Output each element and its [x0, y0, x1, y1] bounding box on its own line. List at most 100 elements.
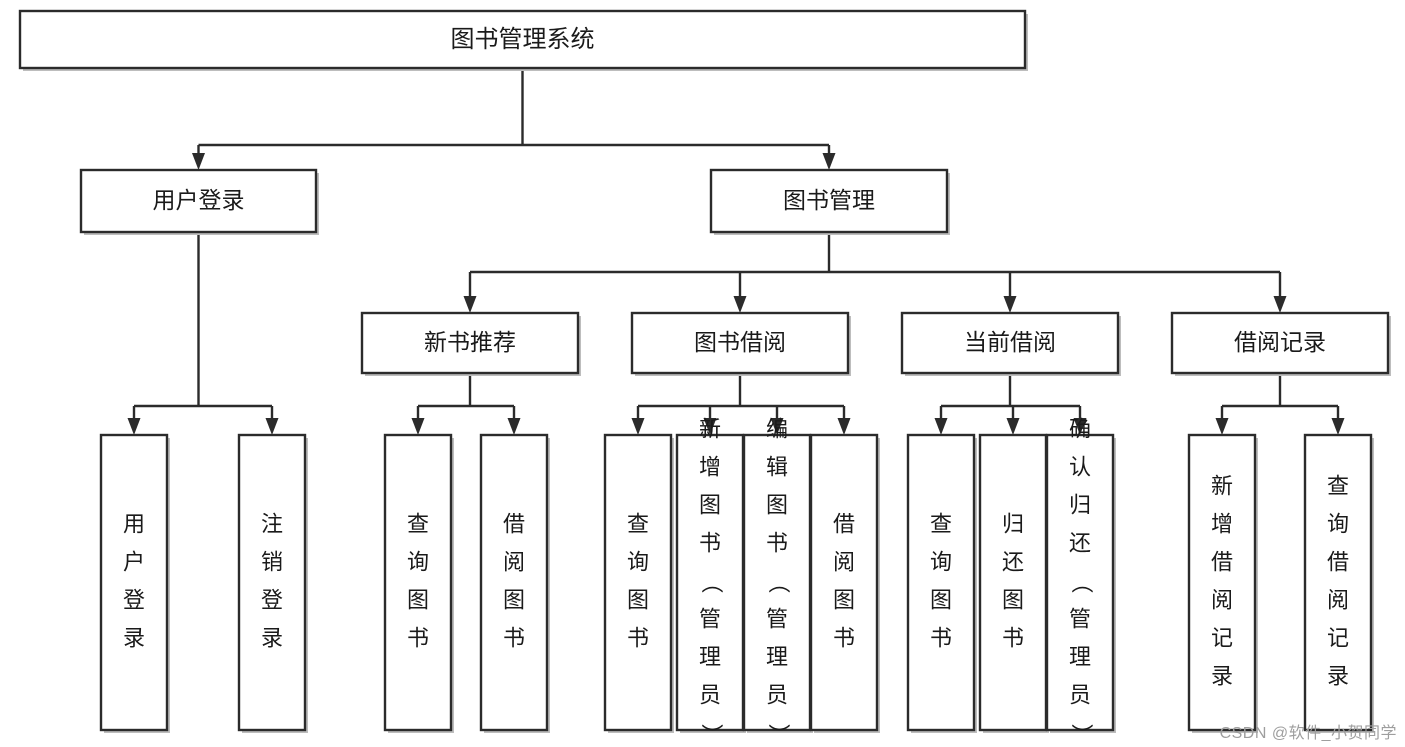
svg-text:新: 新 [1211, 473, 1233, 498]
book-manage-to-level3-arrow-2 [1003, 296, 1017, 313]
svg-text:借: 借 [503, 511, 525, 536]
current-borrow-box[interactable] [900, 311, 1120, 375]
leaf-query-book-3-box[interactable] [906, 433, 976, 732]
svg-text:借: 借 [1327, 549, 1349, 574]
svg-text:书: 书 [407, 625, 429, 650]
svg-text:图: 图 [699, 492, 721, 517]
svg-text:询: 询 [407, 549, 429, 574]
svg-text:认: 认 [1069, 454, 1091, 479]
borrow-record-box[interactable] [1170, 311, 1390, 375]
svg-text:阅: 阅 [1211, 587, 1233, 612]
svg-text:理: 理 [1069, 644, 1091, 669]
leaf-add-borrow-record-box[interactable] [1187, 433, 1257, 732]
svg-text:借: 借 [1211, 549, 1233, 574]
book-borrow-to-leaves-arrow-1 [703, 418, 717, 435]
svg-text:管: 管 [766, 606, 788, 631]
svg-text:员: 员 [766, 682, 788, 707]
svg-text:用: 用 [123, 511, 145, 536]
leaf-borrow-book-1-box[interactable] [479, 433, 549, 732]
svg-text:确: 确 [1069, 416, 1091, 441]
svg-text:阅: 阅 [503, 549, 525, 574]
svg-text:询: 询 [627, 549, 649, 574]
svg-text:记: 记 [1211, 625, 1233, 650]
leaf-query-borrow-record-box[interactable] [1303, 433, 1373, 732]
svg-text:书: 书 [833, 625, 855, 650]
book-manage-box[interactable] [709, 168, 949, 234]
svg-text:图: 图 [766, 492, 788, 517]
svg-text:登: 登 [261, 587, 283, 612]
leaf-return-book-box[interactable] [978, 433, 1048, 732]
user-login-to-leaves-arrow-0 [127, 418, 141, 435]
borrow-record-to-leaves-arrow-1 [1331, 418, 1345, 435]
svg-text:还: 还 [1069, 530, 1091, 555]
svg-text:辑: 辑 [766, 454, 788, 479]
leaf-user-login-label: 用户登录 [123, 511, 145, 650]
book-borrow-to-leaves-arrow-0 [631, 418, 645, 435]
book-borrow-label: 图书借阅 [694, 329, 786, 355]
leaf-query-book-1-box[interactable] [383, 433, 453, 732]
root-to-level2-arrow-0 [192, 153, 205, 170]
svg-text:录: 录 [261, 625, 283, 650]
book-manage-to-level3-arrow-0 [463, 296, 477, 313]
new-book-recommend-label: 新书推荐 [424, 329, 516, 355]
svg-text:录: 录 [1327, 663, 1349, 688]
svg-text:图: 图 [930, 587, 952, 612]
book-manage-to-level3-arrow-3 [1273, 296, 1287, 313]
borrow-record-label: 借阅记录 [1234, 329, 1326, 355]
svg-text:查: 查 [930, 511, 952, 536]
root-node-label: 图书管理系统 [451, 26, 595, 53]
svg-text:查: 查 [627, 511, 649, 536]
leaf-query-book-2-box[interactable] [603, 433, 673, 732]
svg-text:）: ） [766, 723, 791, 745]
svg-text:阅: 阅 [833, 549, 855, 574]
svg-text:书: 书 [627, 625, 649, 650]
svg-text:（: （ [699, 571, 724, 593]
svg-text:编: 编 [766, 416, 788, 441]
svg-text:归: 归 [1002, 511, 1024, 536]
new-book-recommend-box[interactable] [360, 311, 580, 375]
svg-text:增: 增 [1211, 511, 1233, 536]
root-node-box[interactable] [18, 9, 1027, 70]
svg-text:（: （ [1069, 571, 1094, 593]
current-borrow-to-leaves-arrow-1 [1006, 418, 1020, 435]
leaf-user-logout-box[interactable] [237, 433, 307, 732]
svg-text:（: （ [766, 571, 791, 593]
svg-text:阅: 阅 [1327, 587, 1349, 612]
user-login-label: 用户登录 [153, 187, 245, 213]
current-borrow-to-leaves-arrow-0 [934, 418, 948, 435]
svg-text:归: 归 [1069, 492, 1091, 517]
svg-text:理: 理 [699, 644, 721, 669]
svg-text:查: 查 [407, 511, 429, 536]
leaf-borrow-book-2-box[interactable] [809, 433, 879, 732]
book-borrow-to-leaves-arrow-3 [837, 418, 851, 435]
user-login-box[interactable] [79, 168, 318, 234]
book-manage-label: 图书管理 [783, 187, 875, 213]
svg-text:管: 管 [699, 606, 721, 631]
svg-text:录: 录 [123, 625, 145, 650]
svg-text:书: 书 [930, 625, 952, 650]
svg-text:查: 查 [1327, 473, 1349, 498]
svg-text:书: 书 [766, 530, 788, 555]
svg-text:增: 增 [699, 454, 721, 479]
book-manage-to-level3-arrow-1 [733, 296, 747, 313]
borrow-record-to-leaves-arrow-0 [1215, 418, 1229, 435]
svg-text:管: 管 [1069, 606, 1091, 631]
node-layer: 图书管理系统用户登录图书管理新书推荐图书借阅当前借阅借阅记录用户登录注销登录查询… [18, 9, 1391, 746]
book-borrow-box[interactable] [630, 311, 850, 375]
leaf-confirm-return-admin-box[interactable] [1045, 433, 1115, 732]
svg-text:还: 还 [1002, 549, 1024, 574]
svg-text:户: 户 [123, 549, 145, 574]
svg-text:销: 销 [261, 549, 283, 574]
svg-text:图: 图 [1002, 587, 1024, 612]
leaf-user-login-box[interactable] [99, 433, 169, 732]
svg-text:书: 书 [699, 530, 721, 555]
svg-text:理: 理 [766, 644, 788, 669]
